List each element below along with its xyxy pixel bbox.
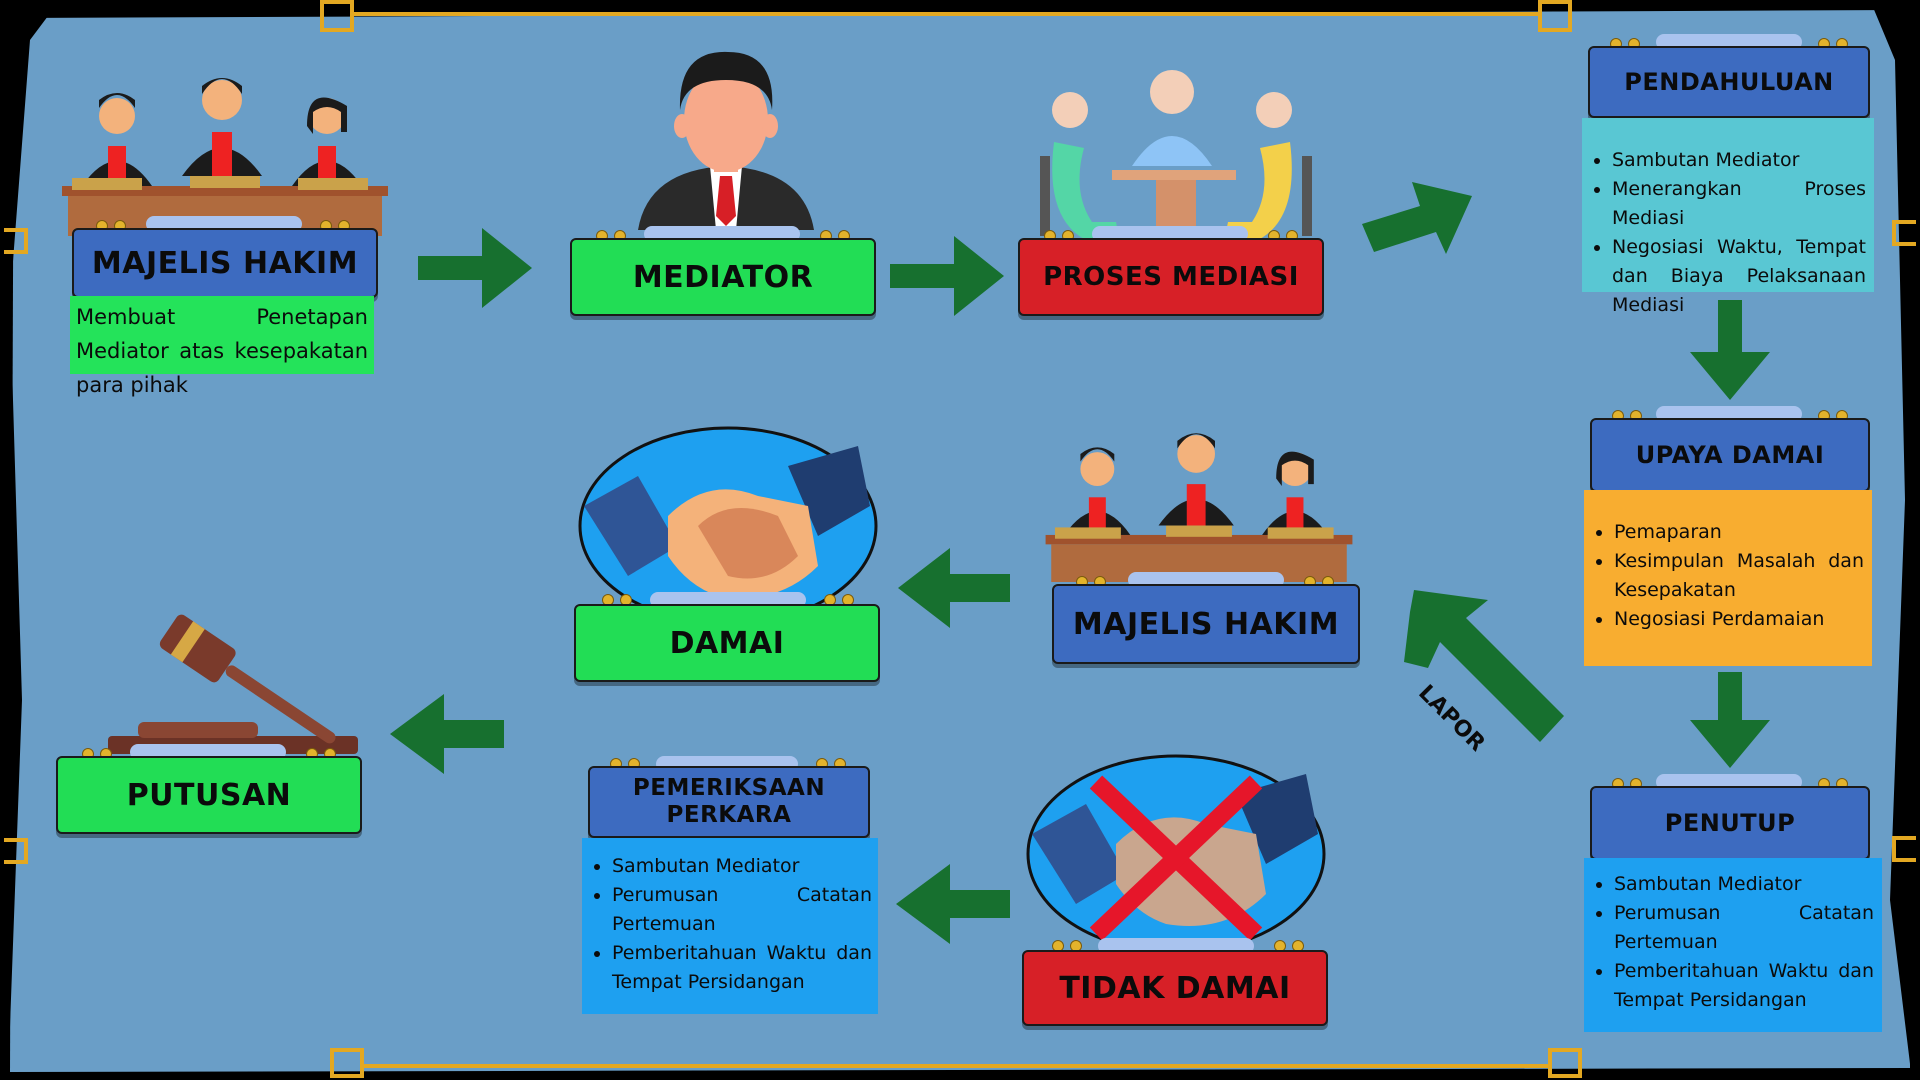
arrow-majelis-to-mediator <box>418 228 532 308</box>
node-upaya-damai: UPAYA DAMAI <box>1590 418 1870 492</box>
node-pendahuluan: PENDAHULUAN <box>1588 46 1870 118</box>
gavel-illustration <box>108 614 358 754</box>
list-item: Sambutan Mediator <box>1614 870 1874 899</box>
node-putusan: PUTUSAN <box>56 756 362 834</box>
arrow-damai-to-putusan <box>390 694 504 774</box>
list-item: Kesimpulan Masalah dan Kesepakatan <box>1614 547 1864 605</box>
list-item: Negosiasi Waktu, Tempat dan Biaya Pelaks… <box>1612 233 1866 320</box>
arrow-tidakdamai-to-pemeriksaan <box>896 864 1010 944</box>
pemeriksaan-details: Sambutan Mediator Perumusan Catatan Pert… <box>582 838 878 1014</box>
arrow-pendahuluan-to-upaya <box>1690 300 1770 400</box>
upaya-list: Pemaparan Kesimpulan Masalah dan Kesepak… <box>1588 518 1864 634</box>
pemeriksaan-list: Sambutan Mediator Perumusan Catatan Pert… <box>586 852 872 997</box>
node-label: DAMAI <box>669 625 785 661</box>
node-label: TIDAK DAMAI <box>1059 970 1291 1006</box>
judges-illustration <box>62 78 388 236</box>
arrow-mediator-to-proses <box>890 236 1004 316</box>
list-item: Sambutan Mediator <box>612 852 872 881</box>
list-item: Negosiasi Perdamaian <box>1614 605 1864 634</box>
list-item: Menerangkan Proses Mediasi <box>1612 175 1866 233</box>
penutup-list: Sambutan Mediator Perumusan Catatan Pert… <box>1588 870 1874 1015</box>
node-label: PROSES MEDIASI <box>1043 262 1299 292</box>
node-label: UPAYA DAMAI <box>1635 441 1825 469</box>
note-penetapan: Membuat Penetapan Mediator atas kesepaka… <box>70 296 374 397</box>
penutup-details: Sambutan Mediator Perumusan Catatan Pert… <box>1584 858 1882 1032</box>
meeting-illustration <box>1040 70 1312 242</box>
list-item: Sambutan Mediator <box>1612 146 1866 175</box>
node-label: MEDIATOR <box>632 259 814 295</box>
node-majelis-hakim-top: MAJELIS HAKIM <box>72 228 378 298</box>
node-label: PENDAHULUAN <box>1624 68 1834 96</box>
pendahuluan-list: Sambutan Mediator Menerangkan Proses Med… <box>1586 146 1866 320</box>
node-label-line-1: PEMERIKSAAN <box>632 775 826 801</box>
list-item: Perumusan Catatan Pertemuan <box>1614 899 1874 957</box>
node-majelis-hakim-mid: MAJELIS HAKIM <box>1052 584 1360 664</box>
pendahuluan-details: Sambutan Mediator Menerangkan Proses Med… <box>1582 118 1874 316</box>
list-item: Pemberitahuan Waktu dan Tempat Persidang… <box>1614 957 1874 1015</box>
node-pemeriksaan-perkara: PEMERIKSAAN PERKARA <box>588 766 870 838</box>
node-tidak-damai: TIDAK DAMAI <box>1022 950 1328 1026</box>
mediator-illustration <box>638 51 814 230</box>
judges-illustration-2 <box>1045 433 1353 582</box>
upaya-details: Pemaparan Kesimpulan Masalah dan Kesepak… <box>1584 490 1872 666</box>
node-label: MAJELIS HAKIM <box>1072 606 1340 642</box>
node-label-line-2: PERKARA <box>666 802 792 828</box>
arrow-proses-to-pendahuluan <box>1362 182 1472 254</box>
arrow-upaya-to-penutup <box>1690 672 1770 768</box>
node-label: PUTUSAN <box>126 777 292 813</box>
node-label: PENUTUP <box>1664 809 1796 837</box>
node-label: MAJELIS HAKIM <box>91 245 359 281</box>
arrow-majelis-to-damai <box>898 548 1010 628</box>
node-proses-mediasi: PROSES MEDIASI <box>1018 238 1324 316</box>
node-damai: DAMAI <box>574 604 880 682</box>
list-item: Pemberitahuan Waktu dan Tempat Persidang… <box>612 939 872 997</box>
no-deal-illustration <box>1026 754 1326 954</box>
node-penutup: PENUTUP <box>1590 786 1870 860</box>
arrow-lapor <box>1404 590 1564 742</box>
node-mediator: MEDIATOR <box>570 238 876 316</box>
list-item: Pemaparan <box>1614 518 1864 547</box>
handshake-illustration <box>578 426 878 626</box>
list-item: Perumusan Catatan Pertemuan <box>612 881 872 939</box>
